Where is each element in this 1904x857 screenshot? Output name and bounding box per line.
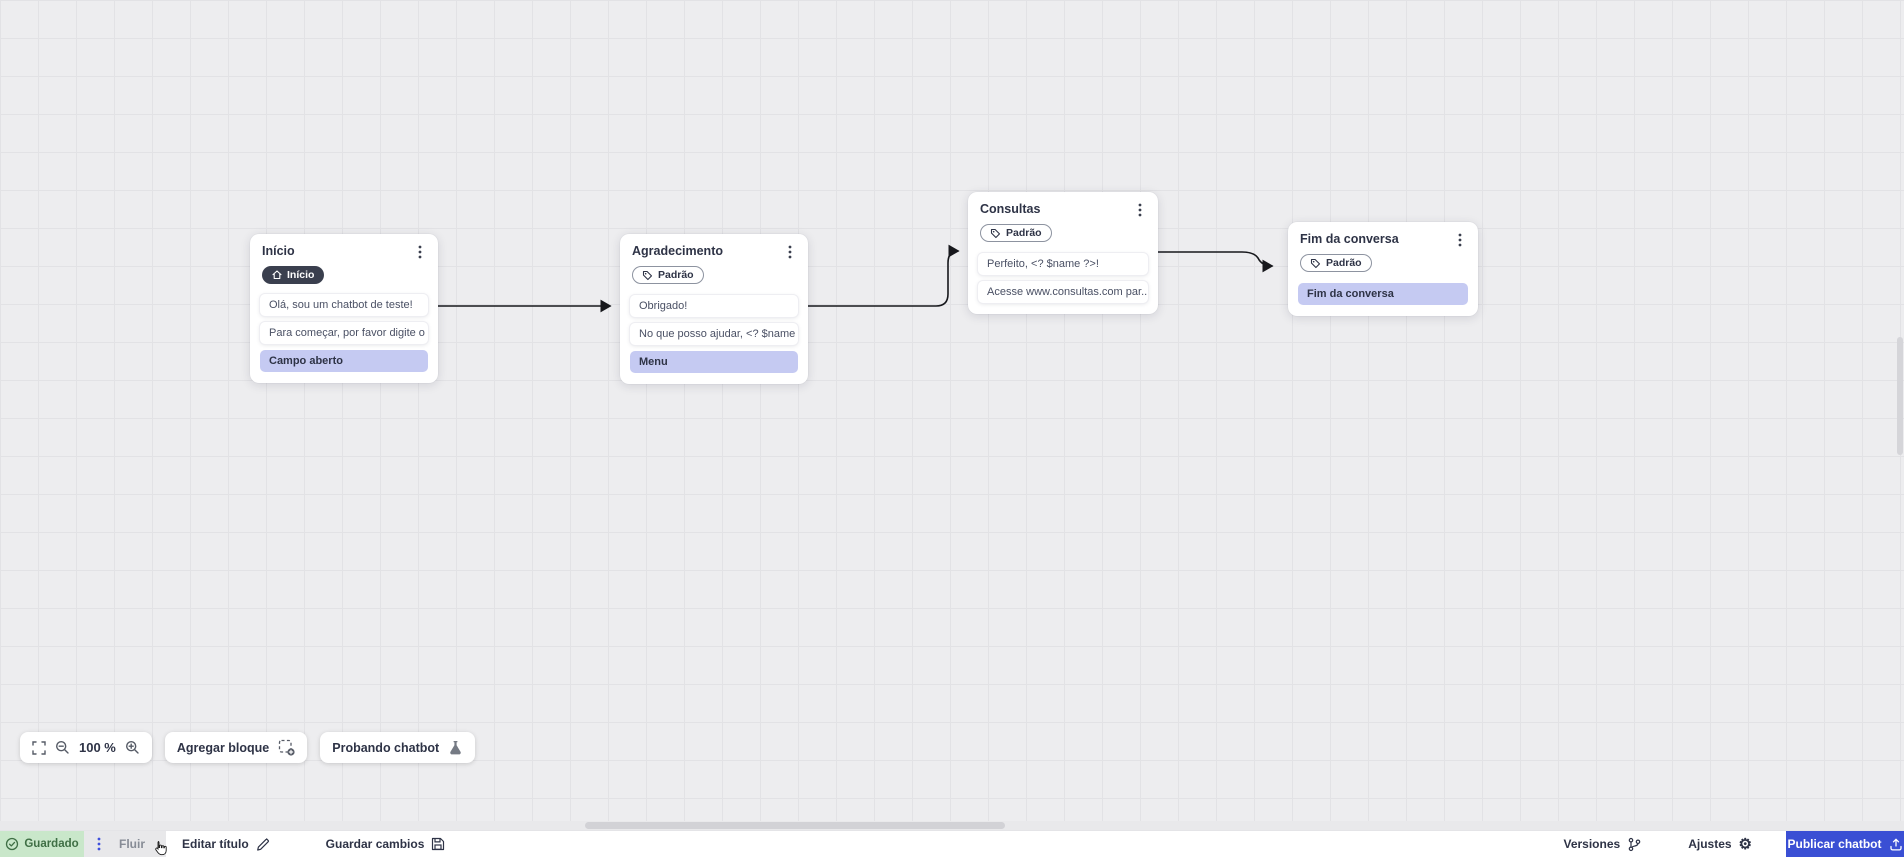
wire-consultas-fim	[1157, 251, 1274, 273]
test-chatbot-button[interactable]: Probando chatbot	[320, 732, 476, 763]
kebab-menu-icon[interactable]	[414, 244, 426, 259]
publish-chatbot-button[interactable]: Publicar chatbot	[1786, 831, 1904, 857]
settings-button[interactable]: Ajustes ⚙	[1672, 831, 1768, 857]
node-message-row[interactable]: No que posso ajudar, <? $name ...	[630, 322, 798, 345]
badge-label: Padrão	[1326, 257, 1362, 269]
edit-title-label: Editar título	[182, 837, 249, 851]
save-changes-button[interactable]: Guardar cambios	[310, 831, 462, 857]
node-title: Consultas	[980, 202, 1041, 216]
tab-flow[interactable]: Fluir	[84, 831, 166, 857]
settings-label: Ajustes	[1688, 837, 1732, 851]
tag-icon	[1310, 258, 1321, 268]
add-block-button[interactable]: Agregar bloque	[164, 732, 308, 763]
kebab-menu-icon[interactable]	[1454, 232, 1466, 247]
flow-canvas[interactable]: Início Início Olá, sou um chatbot de tes…	[0, 0, 1904, 830]
publish-label: Publicar chatbot	[1787, 837, 1882, 851]
node-message-row[interactable]: Para começar, por favor digite o ...	[260, 322, 428, 344]
kebab-menu-icon[interactable]	[1134, 202, 1146, 217]
node-message-row[interactable]: Acesse www.consultas.com par...	[978, 280, 1148, 303]
default-badge: Padrão	[1300, 254, 1372, 272]
node-fim-da-conversa[interactable]: Fim da conversa Padrão Fim da conversa	[1288, 222, 1478, 316]
vertical-scrollbar-thumb[interactable]	[1897, 337, 1903, 455]
tag-icon	[642, 270, 653, 280]
node-title: Início	[262, 244, 295, 258]
gear-icon: ⚙	[1738, 835, 1752, 853]
add-block-label: Agregar bloque	[176, 740, 270, 755]
badge-label: Padrão	[1006, 227, 1042, 239]
node-action-row[interactable]: Menu	[630, 350, 798, 373]
fit-view-icon[interactable]	[32, 740, 46, 755]
upload-icon	[1889, 838, 1902, 851]
edit-title-button[interactable]: Editar título	[166, 831, 286, 857]
pencil-icon	[256, 838, 269, 851]
node-agradecimento[interactable]: Agradecimento Padrão Obrigado! No que po…	[620, 234, 808, 384]
node-action-row[interactable]: Campo aberto	[260, 350, 428, 372]
canvas-toolbar: 100 % Agregar bloque Probando chatbot	[20, 732, 476, 763]
tag-icon	[990, 228, 1001, 238]
horizontal-scrollbar-track	[0, 821, 1904, 830]
connection-wires	[437, 244, 1274, 313]
node-title: Fim da conversa	[1300, 232, 1399, 246]
flask-icon	[448, 740, 463, 755]
badge-label: Padrão	[658, 269, 694, 281]
save-changes-label: Guardar cambios	[325, 837, 425, 851]
node-title: Agradecimento	[632, 244, 723, 258]
statusbar-spacer	[461, 831, 1547, 857]
zoom-controls: 100 %	[20, 732, 152, 763]
save-icon	[432, 837, 445, 851]
kebab-icon[interactable]	[97, 837, 101, 851]
saved-status-badge: Guardado	[0, 831, 84, 857]
default-badge: Padrão	[632, 266, 704, 284]
default-badge: Padrão	[980, 224, 1052, 242]
saved-label: Guardado	[24, 838, 79, 850]
flow-tab-label: Fluir	[119, 837, 145, 851]
status-bar: Guardado Fluir Editar título Guardar cam…	[0, 830, 1904, 857]
node-message-row[interactable]: Obrigado!	[630, 294, 798, 317]
zoom-level: 100 %	[79, 740, 116, 755]
zoom-in-icon[interactable]	[125, 740, 140, 755]
node-consultas[interactable]: Consultas Padrão Perfeito, <? $name ?>! …	[968, 192, 1158, 314]
home-icon	[272, 270, 282, 280]
branch-icon	[1628, 837, 1641, 851]
versions-label: Versiones	[1563, 837, 1621, 851]
kebab-menu-icon[interactable]	[784, 244, 796, 259]
node-action-row[interactable]: Fim da conversa	[1298, 282, 1468, 305]
node-message-row[interactable]: Olá, sou um chatbot de teste!	[260, 294, 428, 316]
test-chatbot-label: Probando chatbot	[332, 740, 440, 755]
wire-agradecimento-consultas	[807, 244, 960, 307]
start-badge: Início	[262, 266, 325, 284]
add-block-icon	[278, 739, 295, 756]
versions-button[interactable]: Versiones	[1547, 831, 1658, 857]
badge-label: Início	[287, 269, 315, 281]
check-circle-icon	[6, 837, 19, 851]
node-inicio[interactable]: Início Início Olá, sou um chatbot de tes…	[250, 234, 438, 383]
zoom-out-icon[interactable]	[55, 740, 70, 755]
node-message-row[interactable]: Perfeito, <? $name ?>!	[978, 252, 1148, 275]
horizontal-scrollbar-thumb[interactable]	[585, 822, 1005, 829]
